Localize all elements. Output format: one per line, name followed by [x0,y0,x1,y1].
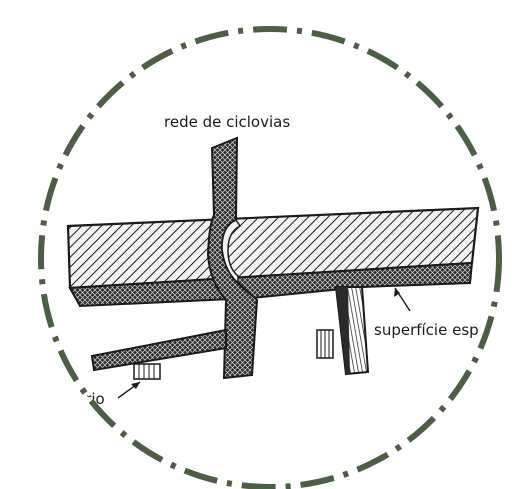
label-special-surface: superfície esp [374,321,479,339]
label-rack-cut: ário [76,390,105,408]
bike-rack-icon [134,364,160,379]
special-surface-pointer [394,288,410,311]
special-surface-lane-edge [336,287,350,374]
label-bike-network: rede de ciclovias [164,113,290,131]
rack-pointer [118,382,140,398]
bike-rack-icon [317,330,333,358]
